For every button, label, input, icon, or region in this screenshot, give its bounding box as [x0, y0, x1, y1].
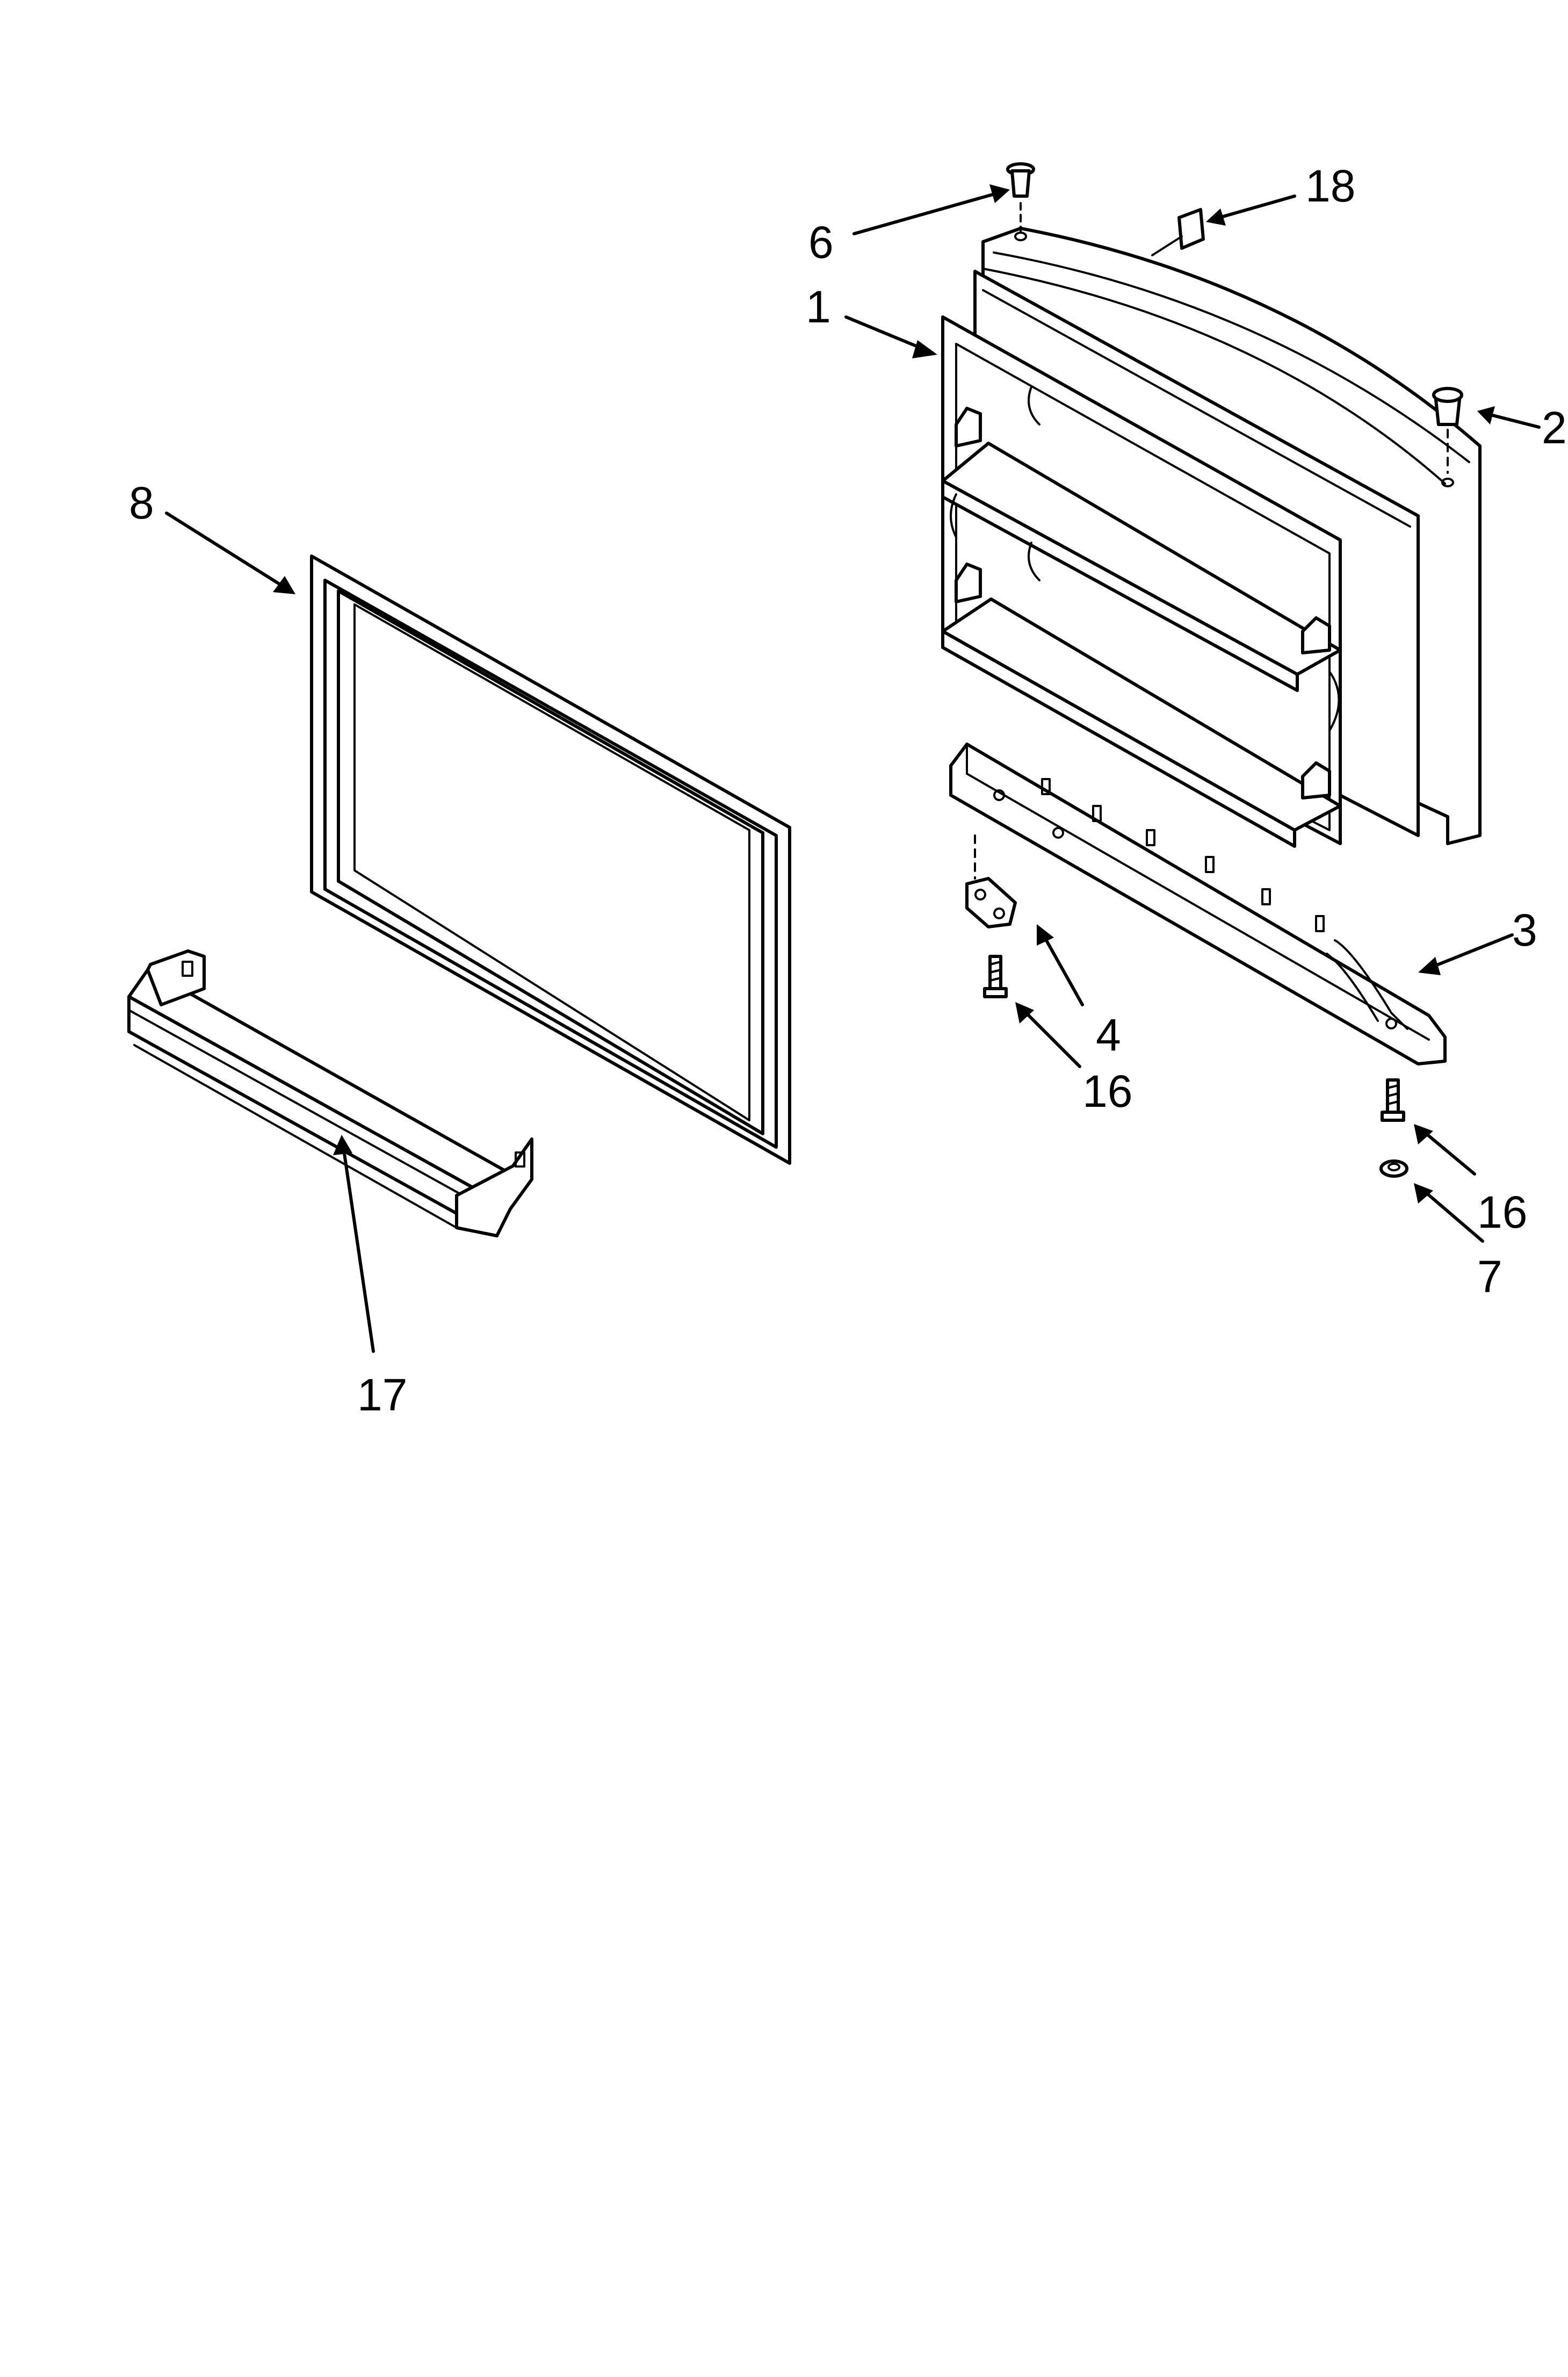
callout-16-right: 16 [1477, 1187, 1527, 1237]
part-8-door-gasket [310, 554, 791, 1165]
part-16-screw-right [1381, 1078, 1405, 1122]
part-6-plug-button [1006, 162, 1035, 241]
callout-6: 6 [808, 217, 834, 268]
callout-4: 4 [1096, 1010, 1121, 1060]
callout-7: 7 [1477, 1251, 1502, 1302]
part-7-nut [1379, 1159, 1408, 1178]
part-4-hinge-bracket [965, 834, 1017, 928]
callout-18: 18 [1305, 161, 1355, 211]
callout-16-left: 16 [1082, 1066, 1132, 1117]
part-2-plug-button [1432, 387, 1463, 487]
part-17-door-shelf [127, 949, 533, 1237]
callout-8: 8 [129, 478, 154, 528]
callout-17: 17 [357, 1370, 407, 1420]
part-3-bottom-trim [949, 743, 1447, 1065]
callout-2: 2 [1542, 402, 1567, 453]
leader-lines [165, 184, 1541, 1353]
callout-1: 1 [806, 282, 831, 332]
part-1-door-liner [941, 227, 1482, 848]
callout-labels: 6 18 1 2 8 3 4 16 16 7 17 [129, 161, 1567, 1420]
part-16-screw-left [983, 955, 1008, 998]
callout-3: 3 [1512, 905, 1537, 955]
part-18-label [1151, 208, 1205, 256]
